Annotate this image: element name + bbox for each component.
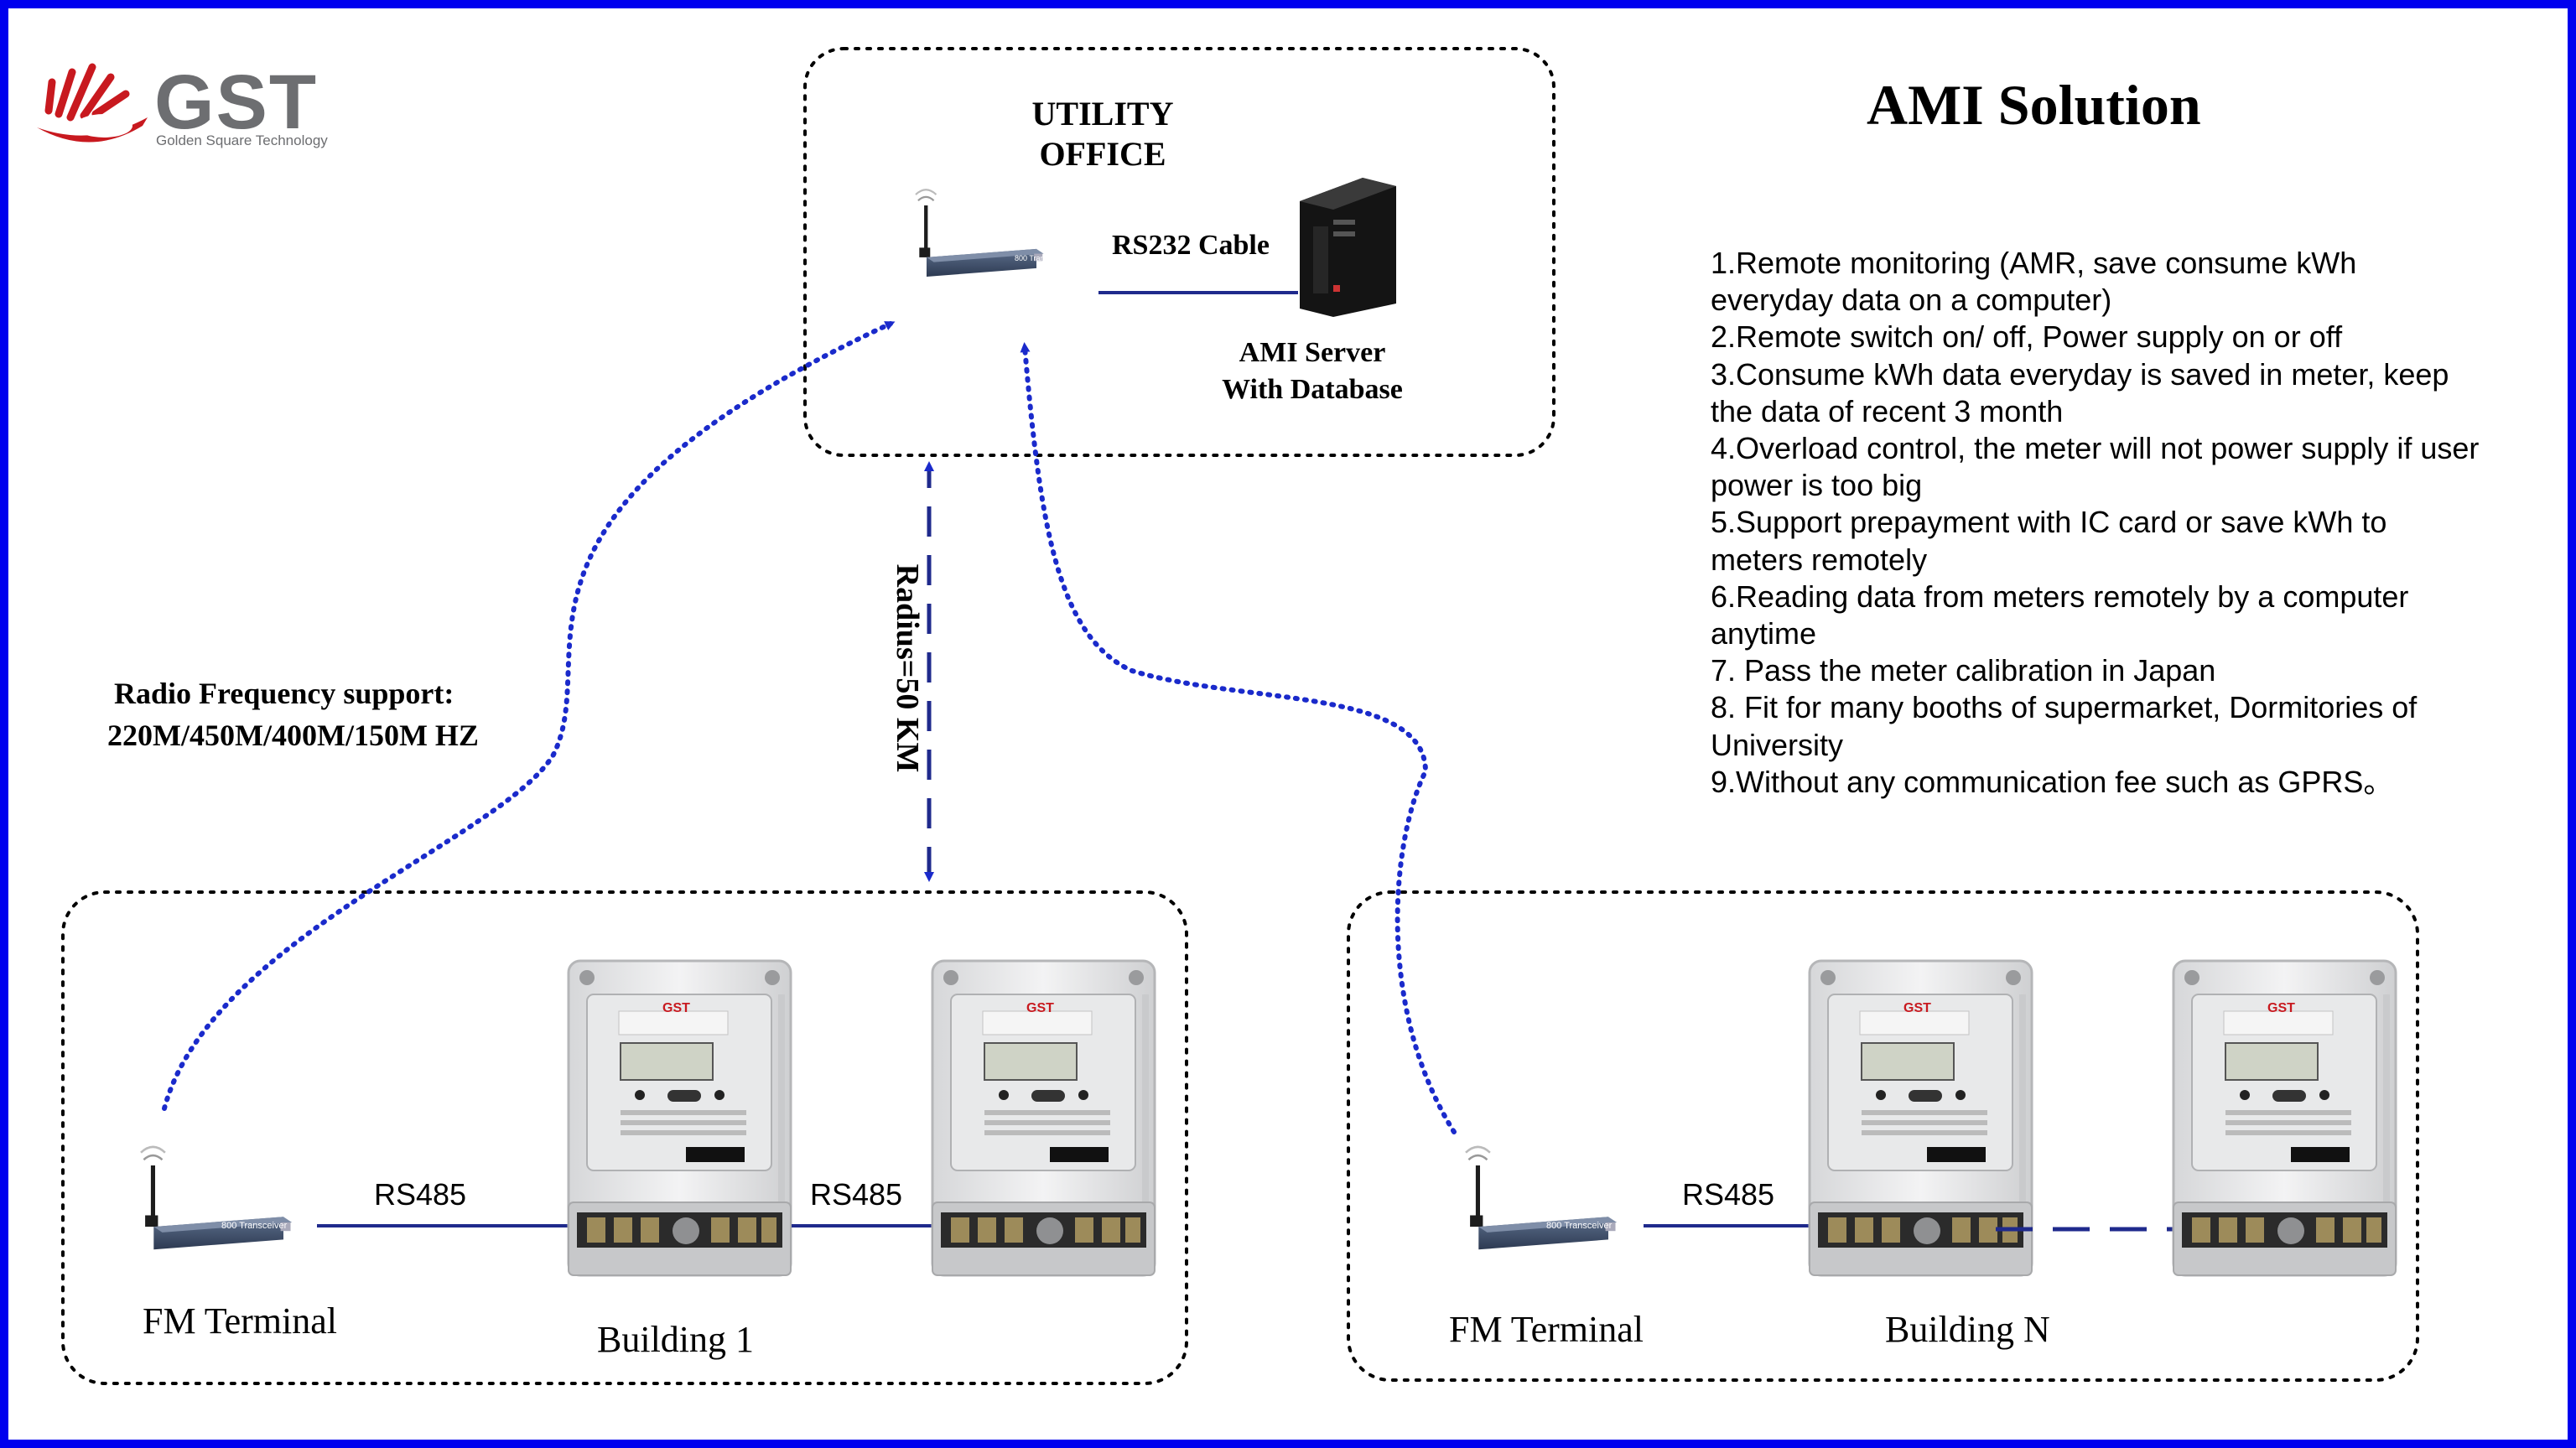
building-1-box (61, 890, 1188, 1385)
server-tower-icon (1300, 178, 1396, 317)
transceiver-title-label: 800 Transceiver (221, 1221, 288, 1231)
building-n-box (1347, 890, 2419, 1382)
building-1-label: Building 1 (597, 1319, 755, 1360)
feature-item: 5.Support prepayment with IC card or sav… (1711, 505, 2387, 577)
fm-terminal-1-label: FM Terminal (143, 1300, 337, 1342)
meter-brand-label: GST (2267, 1001, 2295, 1015)
utility-office-box (803, 47, 1555, 457)
feature-item: 2.Remote switch on/ off, Power supply on… (1711, 319, 2343, 355)
building-n-label: Building N (1885, 1309, 2050, 1350)
fm-terminal-1-icon (139, 1145, 293, 1251)
logo-wordmark: GST (154, 60, 319, 145)
radio-frequency-label-line2: 220M/450M/400M/150M HZ (107, 719, 479, 752)
transceiver-title-label: 800 Transceiver (1015, 254, 1069, 262)
feature-item: 9.Without any communication fee such as … (1711, 764, 2394, 799)
gst-logo-icon (37, 63, 148, 143)
radio-link-building-n (1020, 342, 1457, 1134)
utility-office-title-line2: OFFICE (1039, 135, 1166, 173)
ami-server-label-line1: AMI Server (1239, 337, 1386, 368)
feature-item: 3.Consume kWh data everyday is saved in … (1711, 356, 2449, 428)
radio-link-building-1 (162, 321, 896, 1111)
page-title: AMI Solution (1867, 73, 2201, 137)
meter-brand-label: GST (1903, 1001, 1931, 1015)
feature-list: 1.Remote monitoring (AMR, save consume k… (1711, 245, 2482, 801)
fm-terminal-n-label: FM Terminal (1449, 1309, 1644, 1350)
feature-item: 1.Remote monitoring (AMR, save consume k… (1711, 246, 2357, 318)
rs485-label-1: RS485 (374, 1177, 467, 1212)
rs485-label-n: RS485 (1682, 1177, 1775, 1212)
office-transceiver-icon (914, 189, 1045, 278)
feature-item: 4.Overload control, the meter will not p… (1711, 431, 2480, 503)
meter-brand-label: GST (1026, 1001, 1054, 1015)
logo-subtitle: Golden Square Technology (156, 132, 328, 148)
utility-office-title-line1: UTILITY (1031, 95, 1174, 132)
fm-terminal-n-icon (1464, 1145, 1618, 1251)
ami-server-label-line2: With Database (1222, 374, 1403, 405)
rs485-label-2: RS485 (810, 1177, 903, 1212)
radius-label: Radius=50 KM (890, 563, 925, 773)
transceiver-title-label: 800 Transceiver (1546, 1221, 1613, 1231)
radio-frequency-label-line1: Radio Frequency support: (114, 677, 454, 710)
feature-item: 7. Pass the meter calibration in Japan (1711, 653, 2216, 688)
feature-item: 6.Reading data from meters remotely by a… (1711, 579, 2409, 651)
rs232-cable-label: RS232 Cable (1112, 230, 1270, 261)
meter-brand-label: GST (662, 1001, 690, 1015)
feature-item: 8. Fit for many booths of supermarket, D… (1711, 690, 2418, 762)
